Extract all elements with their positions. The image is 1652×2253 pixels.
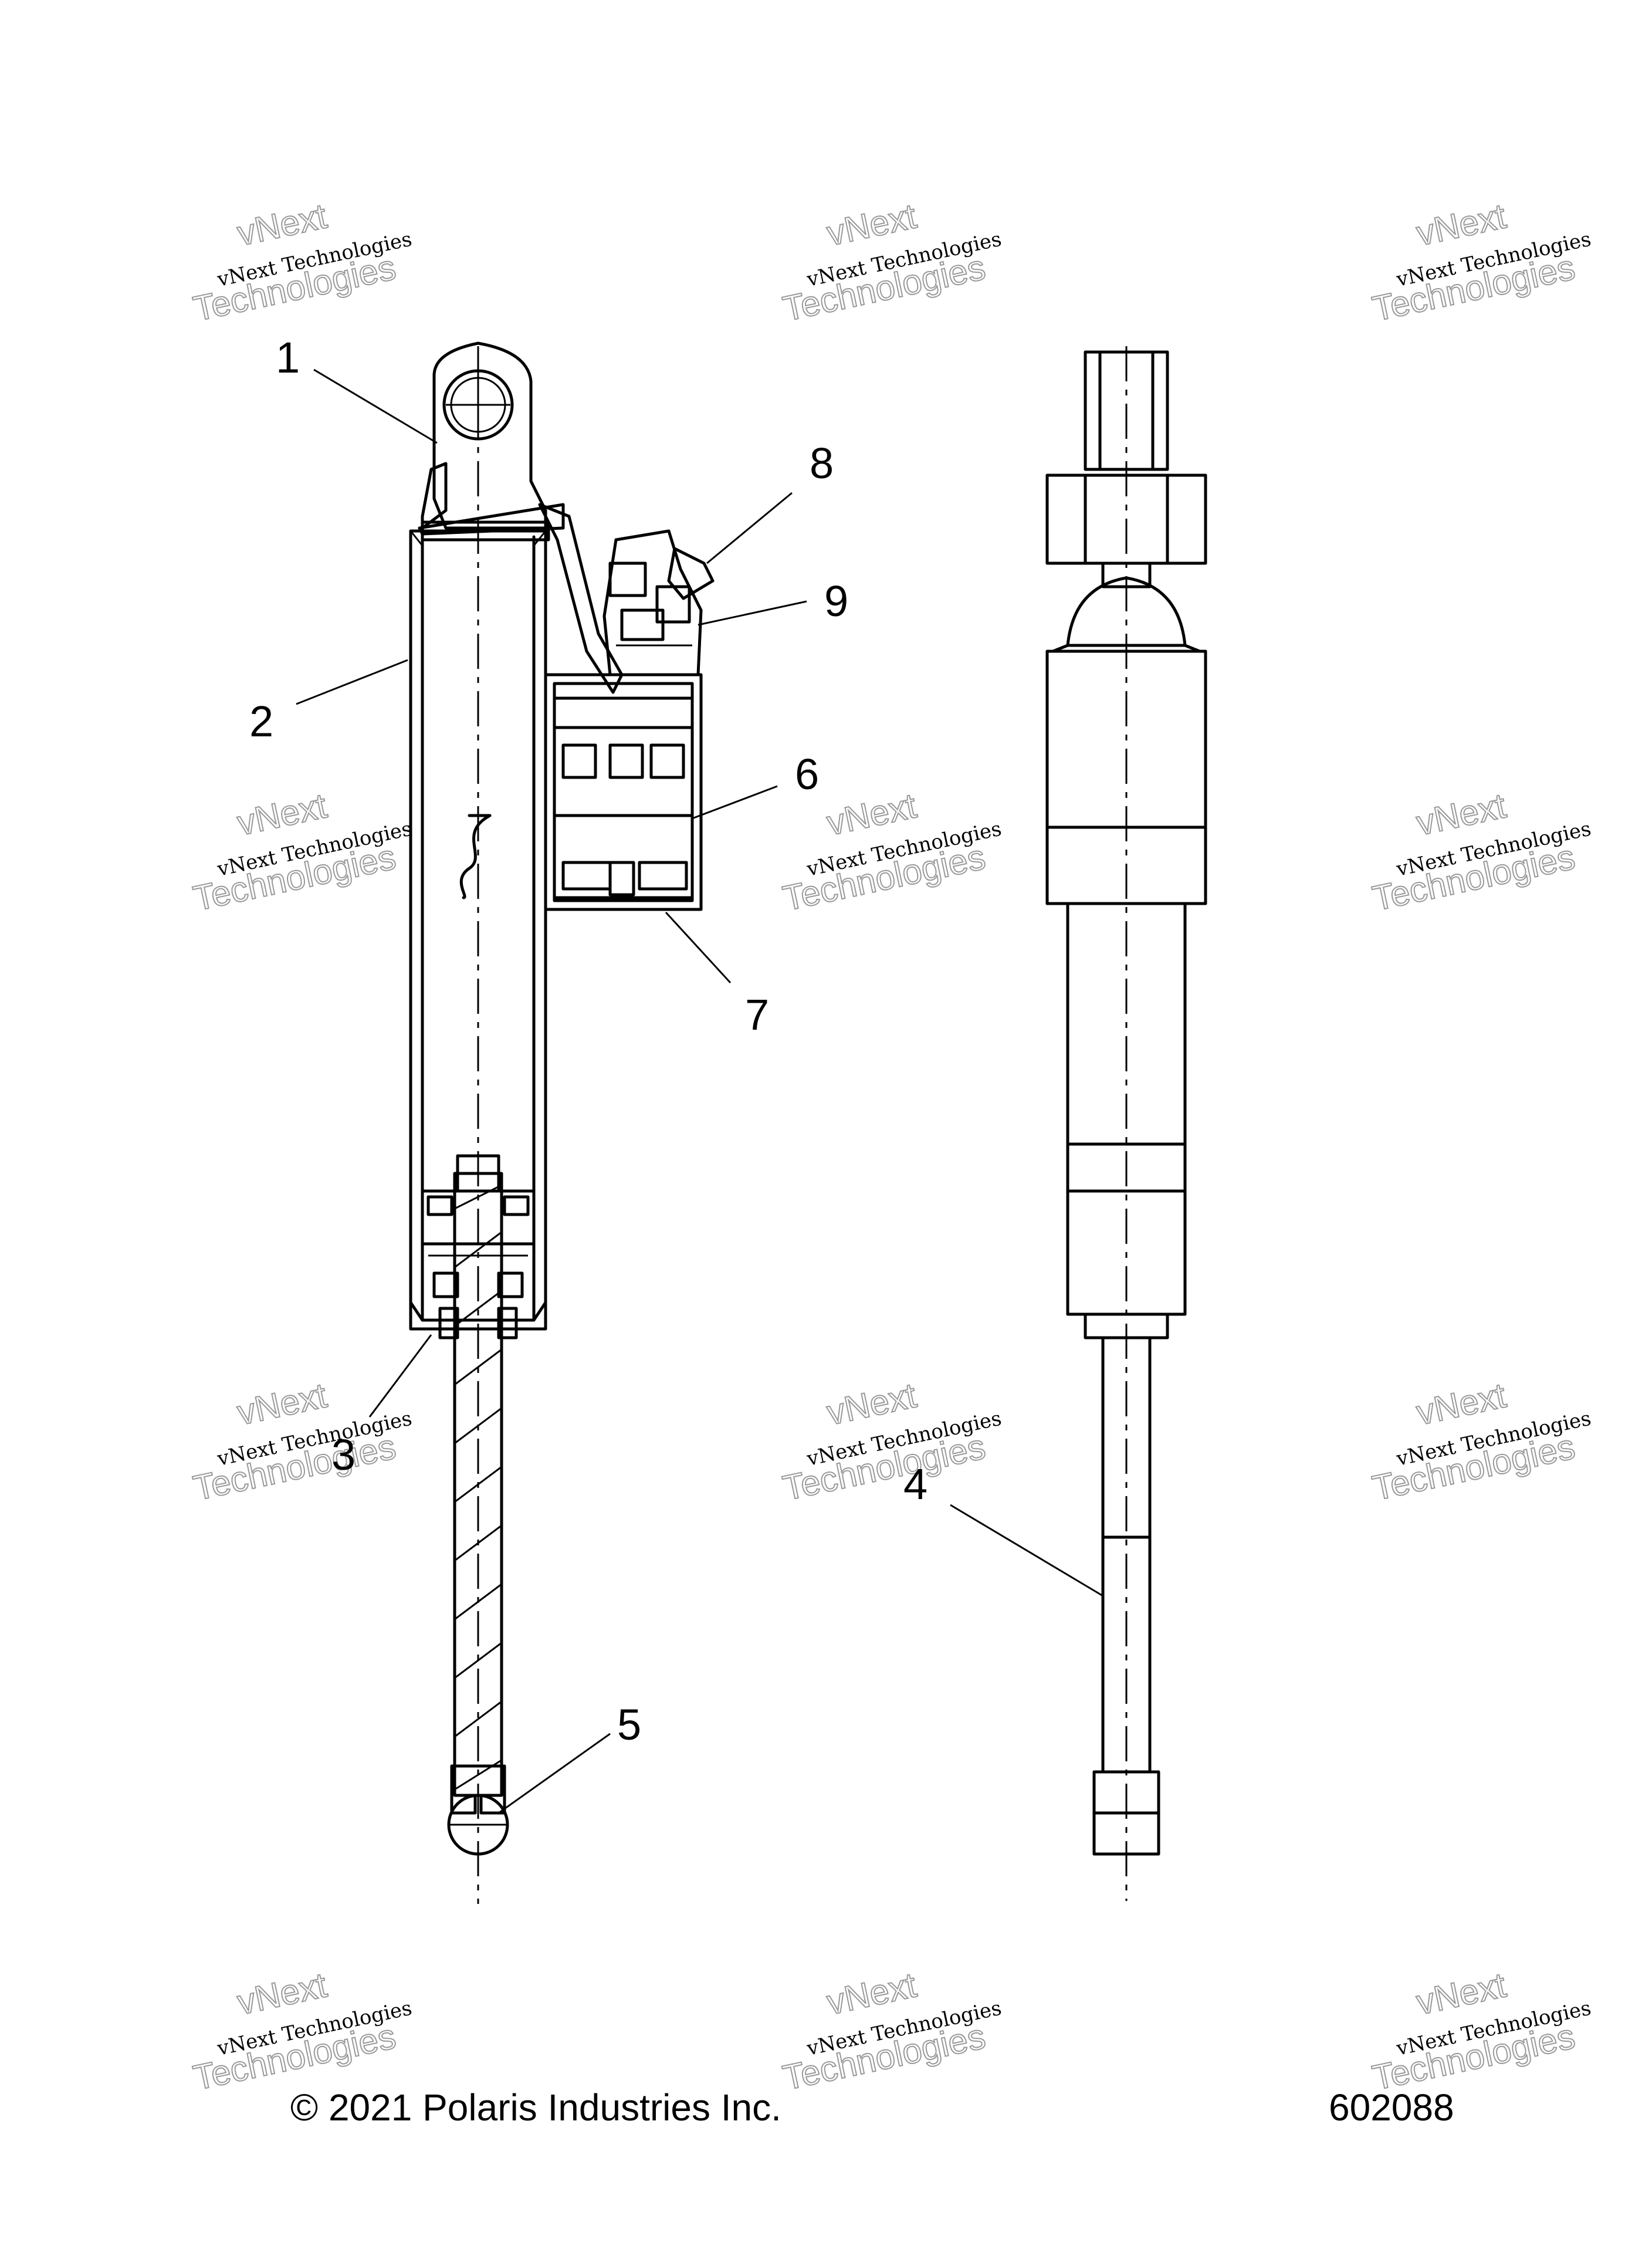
shock-section-view: [409, 341, 715, 1904]
svg-text:vNext: vNext: [824, 786, 920, 843]
piston-assembly: [409, 1154, 547, 1339]
callout-9: 9: [824, 577, 848, 625]
body-cap: [418, 462, 624, 694]
svg-text:vNext: vNext: [1413, 786, 1509, 843]
callout-numbers: 1 2 3 4 5 6 7 8 9: [249, 333, 927, 1749]
leader-8: [706, 492, 793, 564]
watermark: vNext vNext Technologies Technologies: [779, 1375, 1004, 1508]
bottom-eyelet: [447, 1764, 509, 1856]
figure-number: 602088: [1329, 2086, 1454, 2129]
leader-9: [698, 600, 807, 626]
lower-body: [1066, 902, 1187, 1339]
callout-6: 6: [795, 750, 819, 799]
svg-text:vNext: vNext: [824, 1965, 920, 2022]
watermark: vNext vNext Technologies Technologies: [189, 195, 414, 329]
watermark: vNext vNext Technologies Technologies: [1369, 1375, 1593, 1508]
leader-lines: [296, 368, 1103, 1814]
watermark: vNext vNext Technologies Technologies: [189, 1964, 414, 2098]
leader-4: [950, 1504, 1103, 1597]
svg-text:vNext: vNext: [824, 1375, 920, 1432]
svg-text:vNext: vNext: [234, 1375, 330, 1432]
leader-2: [296, 659, 408, 705]
watermark: vNext vNext Technologies Technologies: [189, 785, 414, 919]
watermark: vNext vNext Technologies Technologies: [779, 195, 1004, 329]
watermark: vNext vNext Technologies Technologies: [779, 1964, 1004, 2098]
leader-6: [692, 785, 778, 820]
callout-4: 4: [903, 1460, 927, 1508]
watermark: vNext vNext Technologies Technologies: [1369, 1964, 1593, 2098]
callout-5: 5: [617, 1700, 641, 1749]
bottom-clevis: [1092, 1770, 1160, 1856]
callout-3: 3: [331, 1430, 356, 1479]
leader-7: [665, 911, 732, 984]
watermark: vNext vNext Technologies Technologies: [1369, 785, 1593, 919]
shock-exterior-view: [1045, 346, 1207, 1901]
callout-2: 2: [249, 697, 273, 746]
leader-5: [498, 1733, 611, 1814]
watermark: vNext vNext Technologies Technologies: [189, 1375, 414, 1508]
callout-8: 8: [810, 439, 834, 488]
svg-text:vNext: vNext: [1413, 1965, 1509, 2022]
svg-text:vNext: vNext: [1413, 196, 1509, 253]
solenoid-valve: [602, 529, 715, 676]
watermarks: vNext vNext Technologies Technologies vN…: [189, 195, 1593, 2098]
leader-1: [313, 368, 438, 444]
reservoir: [544, 673, 703, 911]
svg-text:vNext: vNext: [234, 196, 330, 253]
callout-7: 7: [745, 990, 769, 1039]
svg-text:vNext: vNext: [824, 196, 920, 253]
watermark: vNext vNext Technologies Technologies: [1369, 195, 1593, 329]
callout-1: 1: [276, 333, 300, 382]
svg-text:vNext: vNext: [234, 1965, 330, 2022]
top-eyelet: [432, 341, 547, 530]
svg-text:vNext: vNext: [1413, 1375, 1509, 1432]
svg-text:vNext: vNext: [234, 786, 330, 843]
leader-3: [368, 1334, 432, 1418]
copyright-notice: © 2021 Polaris Industries Inc.: [290, 2086, 781, 2129]
